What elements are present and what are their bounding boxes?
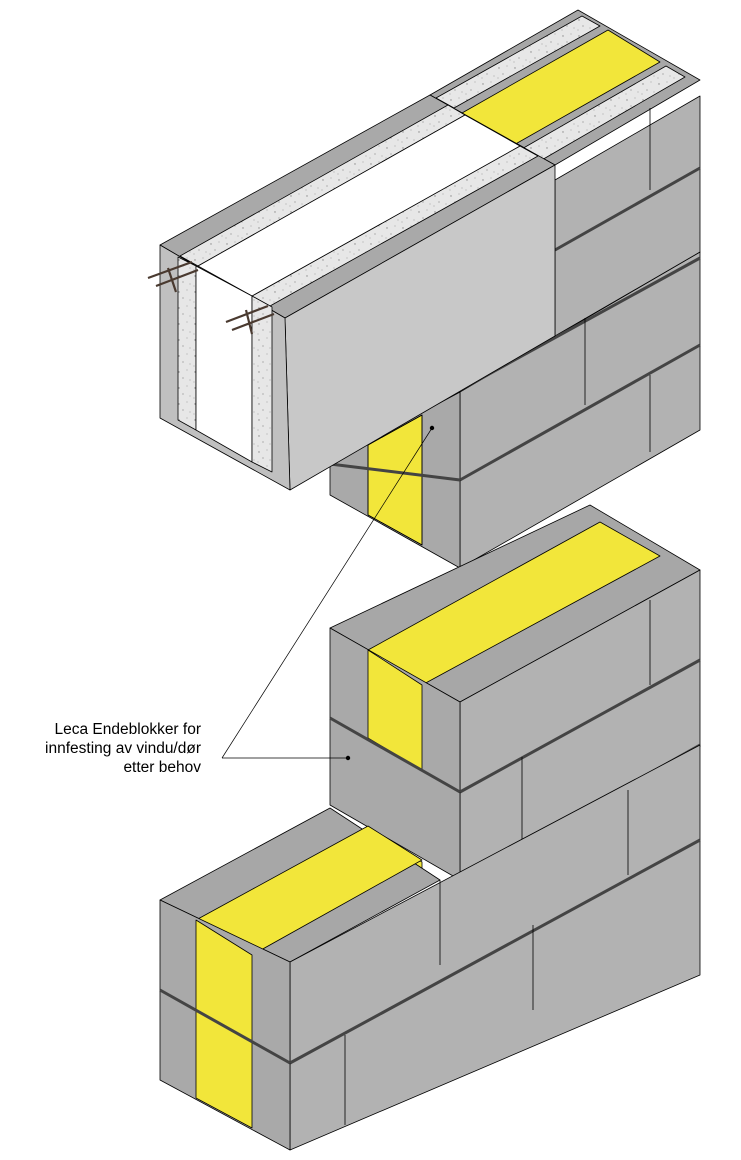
- lower-mortar-joints: [159, 838, 701, 1065]
- lintel-white-core-end: [195, 265, 253, 463]
- middle-wall-section: [329, 504, 701, 882]
- lintel-concrete-end: [251, 295, 273, 473]
- callout-line: innfesting av vindu/dør: [45, 740, 201, 757]
- upper-wall-section: [147, 9, 701, 569]
- lower-vertical-joints: [344, 790, 629, 1125]
- callout-leader-lines: [221, 427, 433, 759]
- callout-leader-dot: [345, 755, 351, 761]
- middle-vertical-joints: [521, 600, 651, 846]
- callout-leader-dot: [429, 425, 435, 431]
- lintel-concrete-end: [177, 256, 197, 431]
- rebar-icon: [147, 260, 275, 335]
- callout-line: Leca Endeblokker for: [54, 721, 201, 738]
- callout-line: etter behov: [123, 759, 201, 776]
- lower-wall-section: [159, 744, 701, 1151]
- callout-label: Leca Endeblokker for innfesting av vindu…: [0, 720, 201, 777]
- upper-insulation-front: [367, 414, 423, 546]
- lower-insulation-front: [195, 919, 253, 1129]
- upper-vertical-joints: [584, 108, 651, 452]
